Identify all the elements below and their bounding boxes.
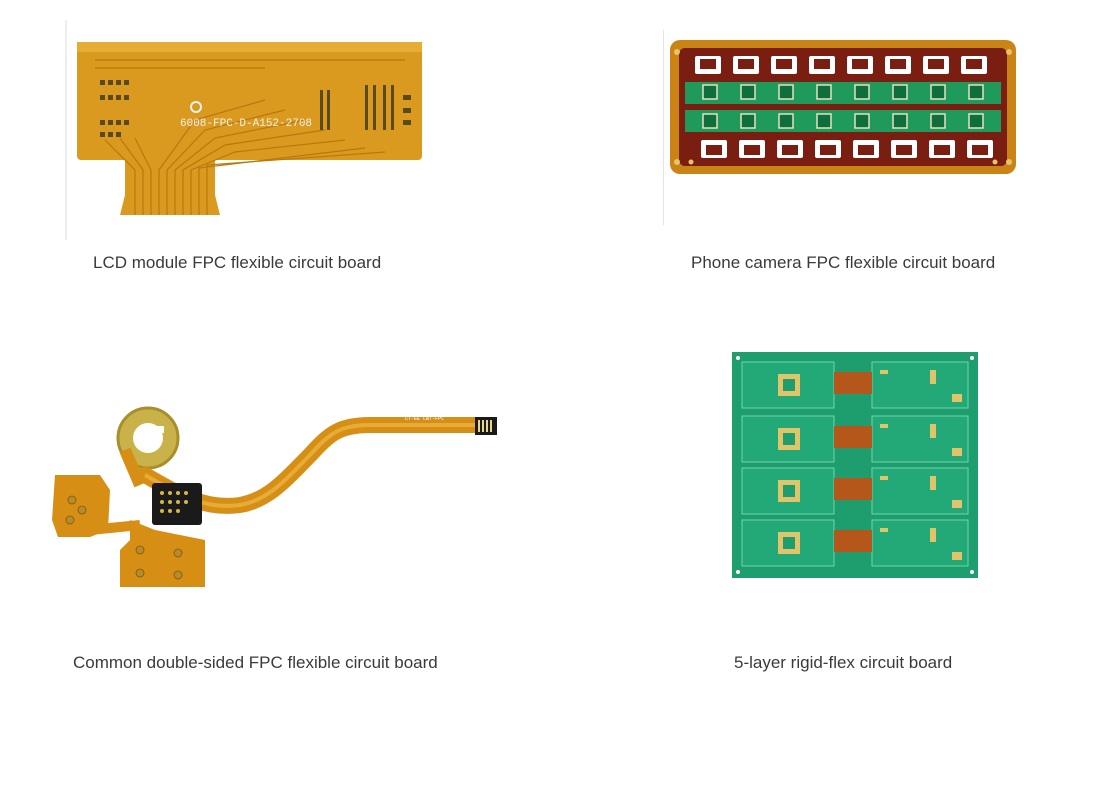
board-marking-text: 6008-FPC-D-A152-2708	[180, 118, 312, 130]
product-card-double-sided-fpc[interactable]: CT-EE LWT-FPC Common double-sided FPC fl…	[0, 310, 550, 690]
double-sided-fpc-board-image[interactable]: CT-EE LWT-FPC	[30, 325, 510, 615]
product-card-camera-fpc[interactable]: Phone camera FPC flexible circuit board	[550, 0, 1100, 300]
product-card-rigid-flex[interactable]: 5-layer rigid-flex circuit board	[550, 310, 1100, 690]
product-caption[interactable]: 5-layer rigid-flex circuit board	[734, 653, 953, 672]
product-caption[interactable]: Phone camera FPC flexible circuit board	[691, 253, 996, 272]
product-caption[interactable]: Common double-sided FPC flexible circuit…	[73, 653, 438, 672]
rigid-flex-board-image[interactable]	[730, 350, 980, 580]
product-card-lcd-fpc[interactable]: 6008-FPC-D-A152-2708 LCD module FPC flex…	[0, 0, 550, 300]
camera-fpc-board-image[interactable]	[663, 30, 1023, 225]
product-caption[interactable]: LCD module FPC flexible circuit board	[93, 253, 382, 272]
svg-text:CT-EE LWT-FPC: CT-EE LWT-FPC	[405, 416, 444, 422]
lcd-fpc-board-image[interactable]: 6008-FPC-D-A152-2708	[65, 20, 445, 240]
